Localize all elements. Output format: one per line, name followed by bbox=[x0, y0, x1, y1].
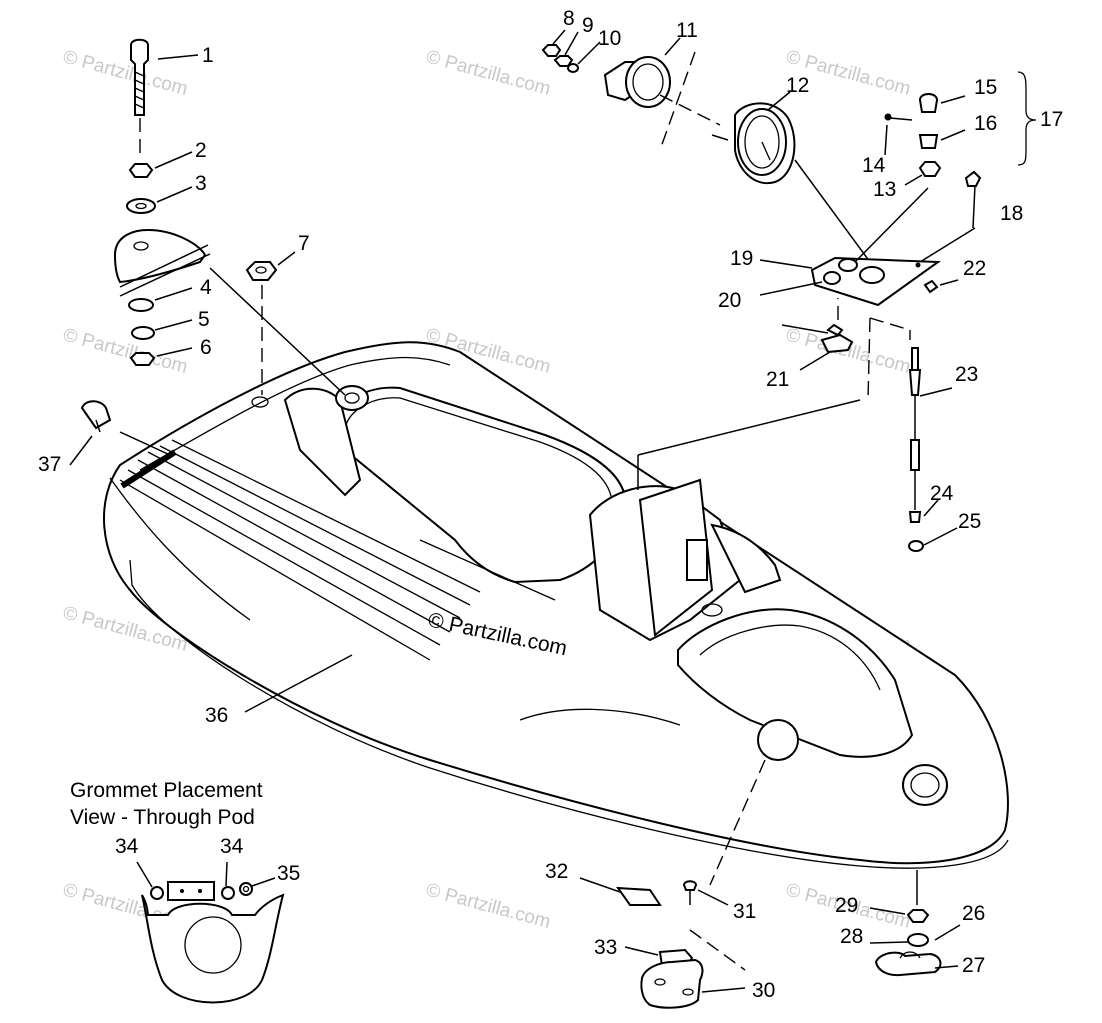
callout-36: 36 bbox=[205, 704, 228, 727]
callout-22: 22 bbox=[963, 257, 986, 280]
hood-body bbox=[103, 341, 1009, 869]
callout-13: 13 bbox=[873, 178, 896, 201]
inset-callout-34-right: 34 bbox=[220, 835, 244, 858]
knob-assembly bbox=[759, 71, 1037, 401]
watermark: © Partzilla.com bbox=[424, 47, 553, 100]
callout-21: 21 bbox=[766, 368, 789, 391]
watermark: © Partzilla.com bbox=[424, 880, 553, 933]
callout-28: 28 bbox=[840, 925, 863, 948]
callout-2: 2 bbox=[195, 139, 207, 162]
callout-9: 9 bbox=[582, 14, 594, 37]
inset-callout-34-left: 34 bbox=[115, 835, 139, 858]
part-37 bbox=[69, 400, 171, 466]
watermark: © Partzilla.com bbox=[61, 47, 190, 100]
inset-caption-line2: View - Through Pod bbox=[70, 806, 255, 829]
callout-5: 5 bbox=[198, 308, 210, 331]
vent-stripes bbox=[119, 439, 481, 661]
callout-27: 27 bbox=[962, 954, 985, 977]
callout-24: 24 bbox=[930, 482, 954, 505]
callout-10: 10 bbox=[598, 27, 621, 50]
callout-19: 19 bbox=[730, 247, 753, 270]
callout-20: 20 bbox=[718, 289, 741, 312]
inset-caption-line1: Grommet Placement bbox=[70, 779, 263, 802]
callout-29: 29 bbox=[835, 894, 858, 917]
callout-8: 8 bbox=[563, 7, 575, 30]
callout-16: 16 bbox=[974, 112, 997, 135]
inset-callout-35: 35 bbox=[277, 862, 300, 885]
watermark: © Partzilla.com bbox=[784, 325, 913, 378]
callout-25: 25 bbox=[958, 510, 981, 533]
callout-labels: 1 2 3 4 5 6 7 8 9 10 11 12 13 14 15 16 1… bbox=[38, 7, 1063, 1002]
inset-labels: Grommet Placement View - Through Pod 34 … bbox=[70, 779, 300, 885]
callout-1: 1 bbox=[202, 44, 214, 67]
callout-11: 11 bbox=[676, 19, 698, 42]
gauge-assembly bbox=[541, 29, 871, 263]
callout-12: 12 bbox=[786, 74, 809, 97]
callout-30: 30 bbox=[752, 979, 775, 1002]
callout-32: 32 bbox=[545, 860, 568, 883]
callout-17: 17 bbox=[1040, 108, 1063, 131]
grommet-inset bbox=[136, 861, 285, 1004]
callout-3: 3 bbox=[195, 172, 207, 195]
callout-15: 15 bbox=[974, 76, 997, 99]
callout-23: 23 bbox=[955, 363, 978, 386]
cable-assembly bbox=[637, 347, 958, 552]
stud-assembly bbox=[113, 38, 211, 366]
watermark: © Partzilla.com bbox=[61, 325, 190, 378]
part-7 bbox=[209, 251, 346, 396]
callout-18: 18 bbox=[1000, 202, 1023, 225]
bottom-fasteners bbox=[244, 654, 961, 1009]
callout-7: 7 bbox=[298, 232, 310, 255]
callout-26: 26 bbox=[962, 902, 985, 925]
callout-14: 14 bbox=[862, 154, 886, 177]
callout-31: 31 bbox=[733, 900, 756, 923]
callout-4: 4 bbox=[200, 276, 212, 299]
callout-37: 37 bbox=[38, 453, 61, 476]
callout-33: 33 bbox=[594, 936, 617, 959]
callout-6: 6 bbox=[200, 336, 212, 359]
